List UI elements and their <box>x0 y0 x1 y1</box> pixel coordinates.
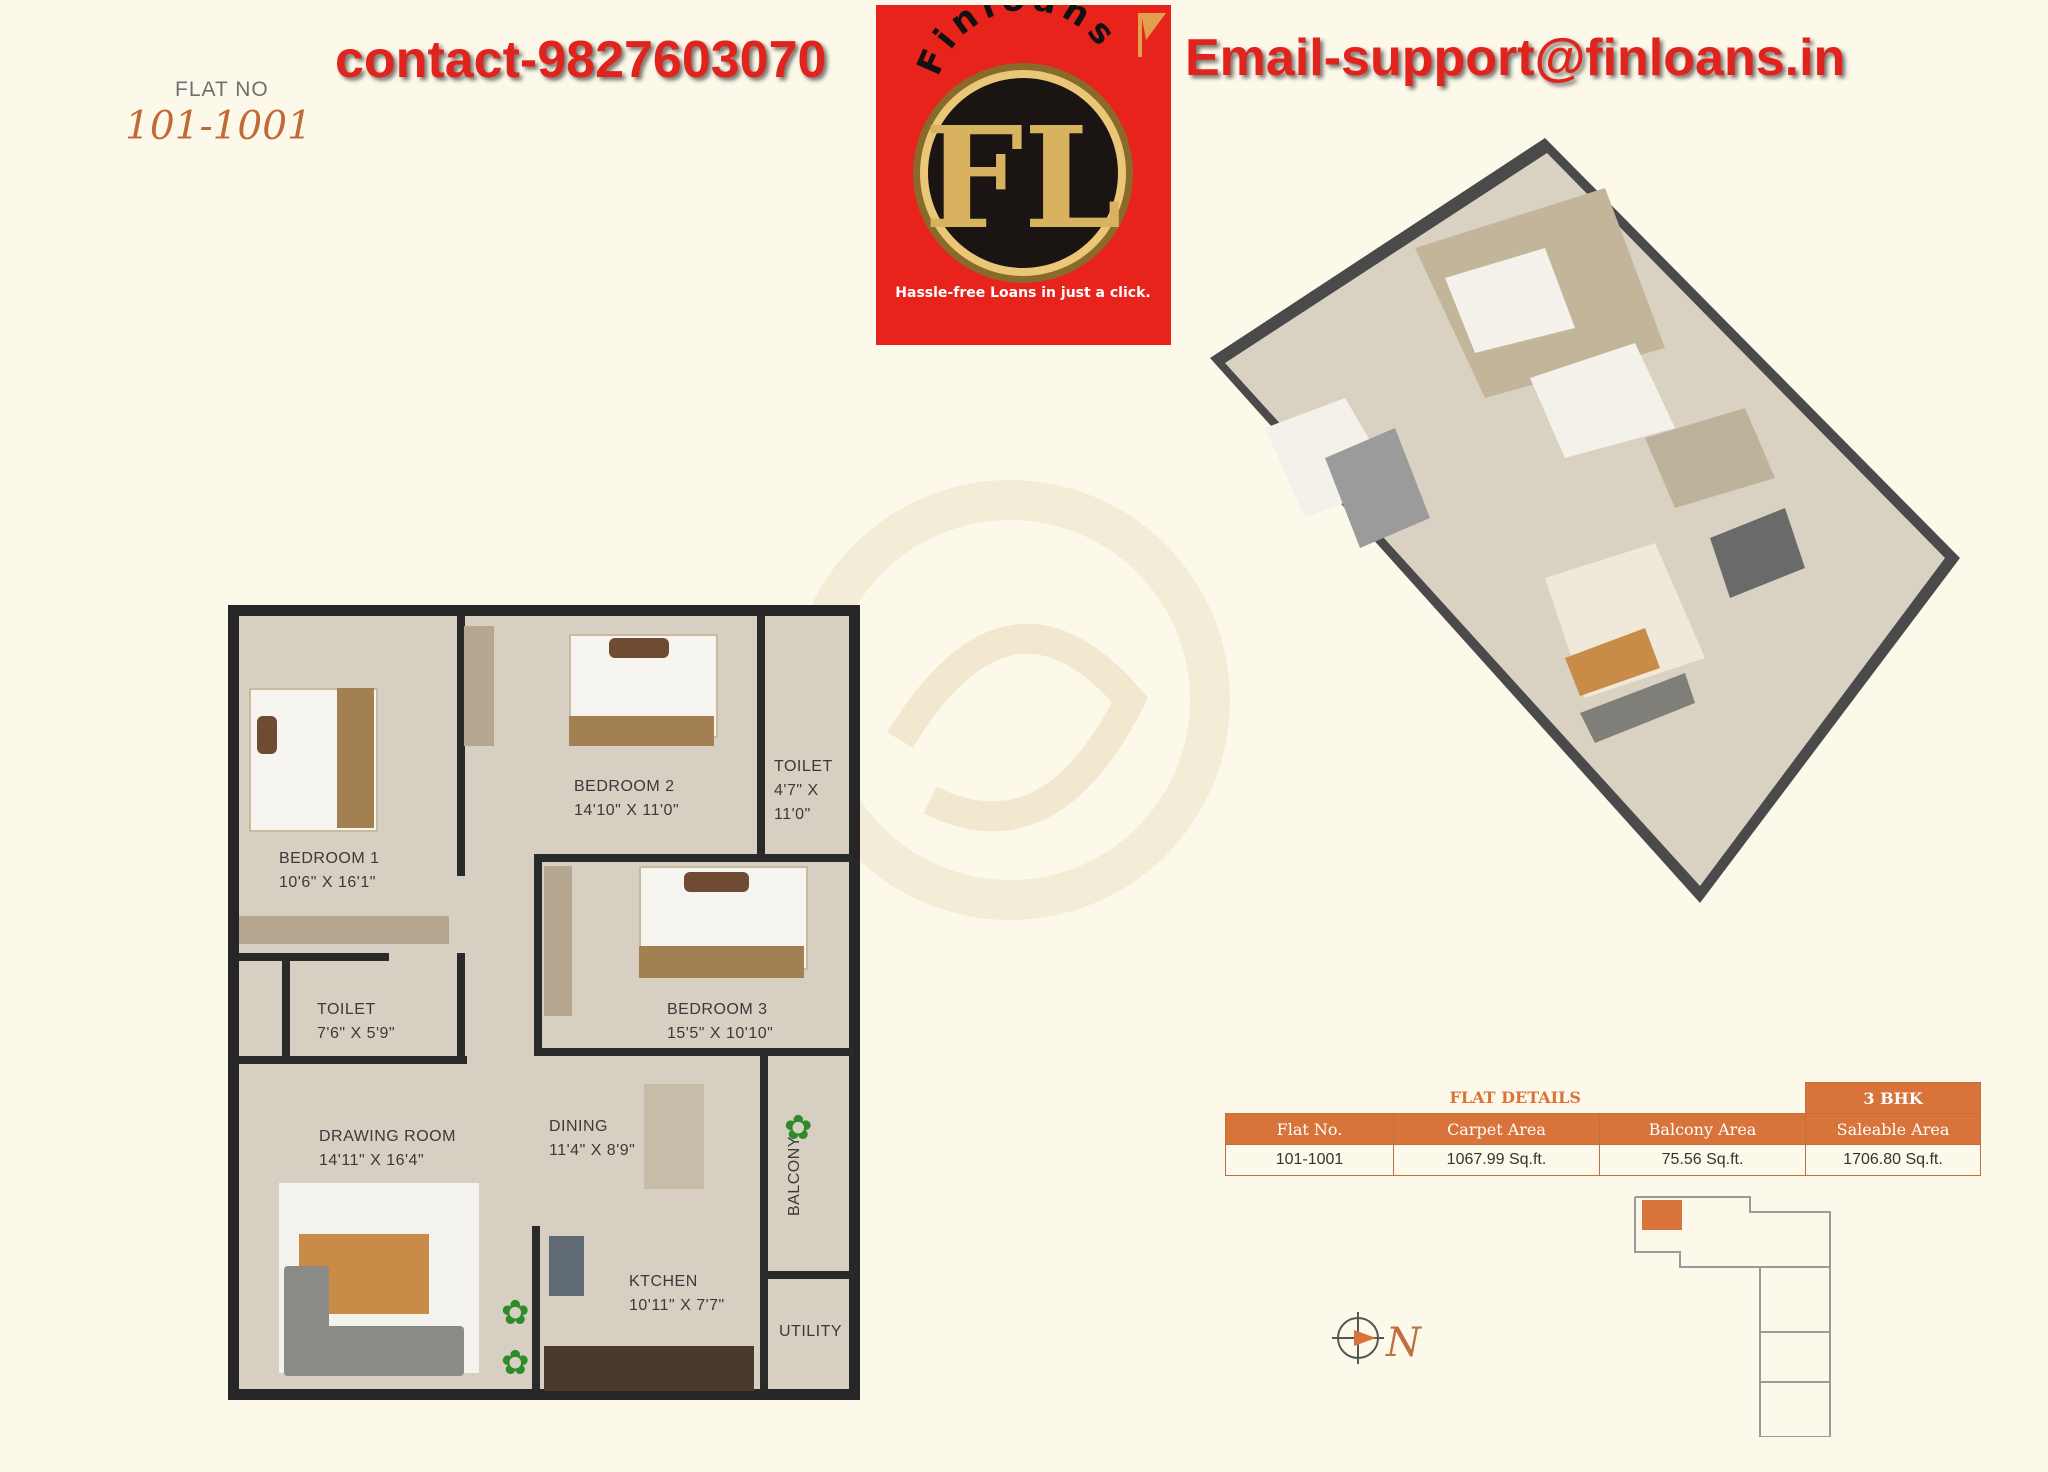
toilet1-size2: 11'0" <box>774 806 811 823</box>
wardrobe <box>544 866 572 1016</box>
wall <box>239 953 389 961</box>
compass: N <box>1332 1308 1432 1368</box>
toilet1-size1: 4'7" X <box>774 782 819 799</box>
flat-details-title: FLAT DETAILS <box>1449 1088 1581 1108</box>
wardrobe <box>464 626 494 746</box>
header-balcony-area: Balcony Area <box>1599 1113 1806 1145</box>
header-carpet-area: Carpet Area <box>1393 1113 1600 1145</box>
north-letter: N <box>1385 1320 1423 1366</box>
dining-name: DINING <box>549 1118 608 1135</box>
wall <box>457 616 465 876</box>
value-carpet-area: 1067.99 Sq.ft. <box>1393 1144 1600 1176</box>
header-flat-no: Flat No. <box>1225 1113 1394 1145</box>
header-saleable-area: Saleable Area <box>1805 1113 1981 1145</box>
kitchen-size: 10'11" X 7'7" <box>629 1297 725 1314</box>
wall <box>534 1048 854 1056</box>
plant: ✿ <box>784 1109 813 1147</box>
floor-plan: BEDROOM 1 10'6" X 16'1" BEDROOM 2 14'10"… <box>228 605 860 1400</box>
wall <box>239 1056 467 1064</box>
bed-bench <box>337 688 374 828</box>
wall <box>534 854 542 1056</box>
toilet2-name: TOILET <box>317 1001 376 1018</box>
pillow <box>257 716 277 754</box>
pillow <box>609 638 669 658</box>
logo-tagline: Hassle-free Loans in just a click. <box>895 285 1150 301</box>
wall <box>757 616 765 856</box>
pillow <box>684 872 749 892</box>
flat-details-table: FLAT DETAILS 3 BHK Flat No. Carpet Area … <box>1225 1082 1981 1176</box>
key-plan <box>1634 1196 1831 1437</box>
value-flat-no: 101-1001 <box>1225 1144 1394 1176</box>
bedroom3-name: BEDROOM 3 <box>667 1001 768 1018</box>
drawing-room-name: DRAWING ROOM <box>319 1128 456 1145</box>
wall <box>760 1056 768 1391</box>
finloans-logo: Finloans FL Hassle-free Loans in just a … <box>876 5 1171 345</box>
plant: ✿ <box>501 1294 530 1332</box>
drawing-room-size: 14'11" X 16'4" <box>319 1152 425 1169</box>
wall <box>282 953 290 1063</box>
wall <box>760 1271 855 1279</box>
email-text: Email-support@finloans.in <box>1185 29 1846 87</box>
flat-no-value: 101-1001 <box>125 104 312 149</box>
kitchen-name: KTCHEN <box>629 1273 698 1290</box>
flat-no-label: FLAT NO <box>175 78 269 101</box>
bed-bench <box>639 946 804 978</box>
bhk-badge: 3 BHK <box>1805 1082 1981 1114</box>
3d-floor-plan-render <box>1210 138 1960 903</box>
bedroom1-size: 10'6" X 16'1" <box>279 874 376 891</box>
toilet2-size: 7'6" X 5'9" <box>317 1025 396 1042</box>
kitchen-counter <box>544 1346 754 1391</box>
bed-bench <box>569 716 714 746</box>
key-plan-highlight <box>1642 1200 1682 1230</box>
toilet1-name: TOILET <box>774 758 833 775</box>
wardrobe <box>239 916 449 944</box>
value-balcony-area: 75.56 Sq.ft. <box>1599 1144 1806 1176</box>
fridge <box>549 1236 584 1296</box>
bedroom1-name: BEDROOM 1 <box>279 850 380 867</box>
wall <box>534 854 852 862</box>
logo-monogram: FL <box>924 97 1122 261</box>
wall <box>457 953 465 1063</box>
contact-text: contact-9827603070 <box>335 31 827 89</box>
bedroom2-name: BEDROOM 2 <box>574 778 675 795</box>
sofa <box>284 1266 329 1376</box>
dining-table <box>644 1084 704 1189</box>
value-saleable-area: 1706.80 Sq.ft. <box>1805 1144 1981 1176</box>
wall <box>532 1226 540 1391</box>
utility-name: UTILITY <box>779 1323 843 1340</box>
dining-size: 11'4" X 8'9" <box>549 1142 636 1159</box>
balcony-name: BALCONY <box>786 1136 803 1216</box>
bedroom2-size: 14'10" X 11'0" <box>574 802 680 819</box>
bedroom3-size: 15'5" X 10'10" <box>667 1025 774 1042</box>
plant: ✿ <box>501 1344 530 1382</box>
